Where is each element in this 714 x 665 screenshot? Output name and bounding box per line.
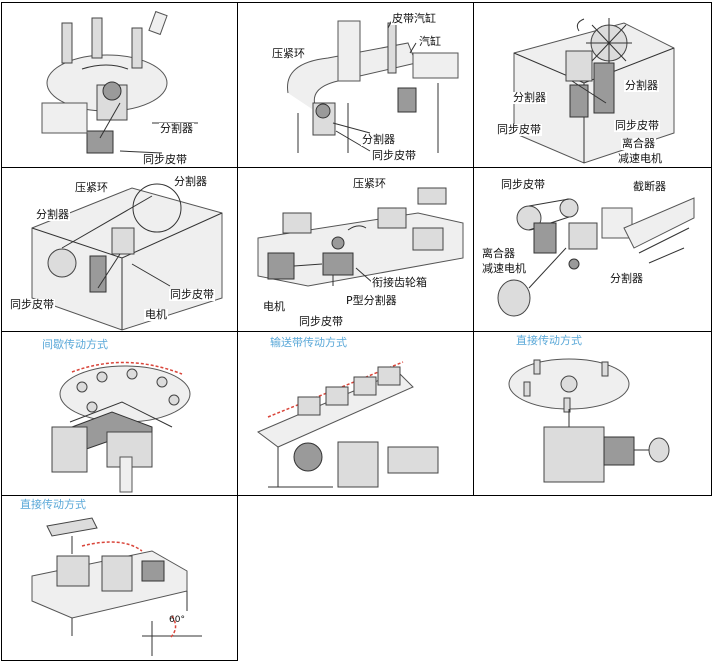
intermittent-illustration [51, 361, 191, 493]
panel-intermittent: 间歇传动方式 [1, 331, 238, 496]
panel-2-illustration [287, 17, 459, 153]
panel-6-label-cutoff: 截断器 [632, 180, 667, 193]
panel-6-label-indexer: 分割器 [609, 272, 644, 285]
panel-4: 压紧环 分割器 分割器 同步皮带 同步皮带 电机 [1, 167, 238, 332]
panel-direct-1: 直接传动方式 [473, 331, 712, 496]
panel-5-label-p-indexer: P型分割器 [345, 294, 398, 307]
panel-4-label-motor: 电机 [144, 308, 168, 321]
panel-3-label-indexer-b: 分割器 [512, 91, 547, 104]
panel-4-label-clamp-ring: 压紧环 [74, 181, 109, 194]
panel-6-illustration [497, 197, 695, 317]
panel-4-label-timing-belt-a: 同步皮带 [9, 298, 55, 311]
panel-conveyor: 输送带传动方式 [237, 331, 474, 496]
panel-4-label-timing-belt-b: 同步皮带 [169, 288, 215, 301]
panel-2: 皮带汽缸 压紧环 汽缸 分割器 同步皮带 [237, 2, 474, 168]
panel-1-illustration [41, 10, 198, 154]
panel-6: 同步皮带 截断器 离合器 减速电机 分割器 [473, 167, 712, 332]
caption-direct-2: 直接传动方式 [20, 498, 86, 511]
panel-1-label-indexer: 分割器 [159, 122, 194, 135]
panel-1: 分割器 同步皮带 [1, 2, 238, 168]
panel-6-label-gear-motor: 减速电机 [481, 262, 527, 275]
panel-3-label-timing-belt-a: 同步皮带 [496, 123, 542, 136]
panel-3-illustration [513, 18, 675, 164]
panel-5-label-clamp-ring: 压紧环 [352, 177, 387, 190]
panel-1-label-timing-belt: 同步皮带 [142, 153, 188, 166]
panel-3: 分割器 分割器 同步皮带 同步皮带 离合器 减速电机 [473, 2, 712, 168]
panel-3-label-indexer-a: 分割器 [624, 79, 659, 92]
panel-4-label-indexer-a: 分割器 [173, 175, 208, 188]
panel-6-label-timing-belt: 同步皮带 [500, 178, 546, 191]
panel-2-label-cylinder: 汽缸 [418, 35, 442, 48]
panel-2-label-belt-cylinder: 皮带汽缸 [391, 12, 437, 25]
panel-4-label-indexer-b: 分割器 [35, 208, 70, 221]
panel-2-label-indexer: 分割器 [361, 133, 396, 146]
panel-direct-2: 直接传动方式 60° [1, 495, 238, 661]
caption-intermittent: 间歇传动方式 [42, 338, 108, 351]
panel-5-illustration [257, 187, 464, 287]
caption-direct-1: 直接传动方式 [516, 334, 582, 347]
panel-5-label-motor: 电机 [262, 300, 286, 313]
panel-5-label-gearbox: 衔接齿轮箱 [371, 276, 428, 289]
panel-5: 压紧环 衔接齿轮箱 P型分割器 电机 同步皮带 [237, 167, 474, 332]
panel-3-label-gear-motor: 减速电机 [617, 152, 663, 165]
panel-6-label-clutch: 离合器 [481, 247, 516, 260]
conveyor-illustration [257, 361, 439, 488]
panel-5-label-timing-belt: 同步皮带 [298, 315, 344, 328]
panel-3-label-timing-belt-b: 同步皮带 [614, 119, 660, 132]
caption-conveyor: 输送带传动方式 [270, 336, 347, 349]
panel-2-label-timing-belt: 同步皮带 [371, 149, 417, 162]
angle-label: 60° [169, 615, 185, 625]
direct-2-illustration [31, 517, 202, 656]
panel-3-label-clutch: 离合器 [621, 137, 656, 150]
direct-1-illustration [508, 358, 670, 483]
panel-2-label-clamp-ring: 压紧环 [271, 47, 306, 60]
